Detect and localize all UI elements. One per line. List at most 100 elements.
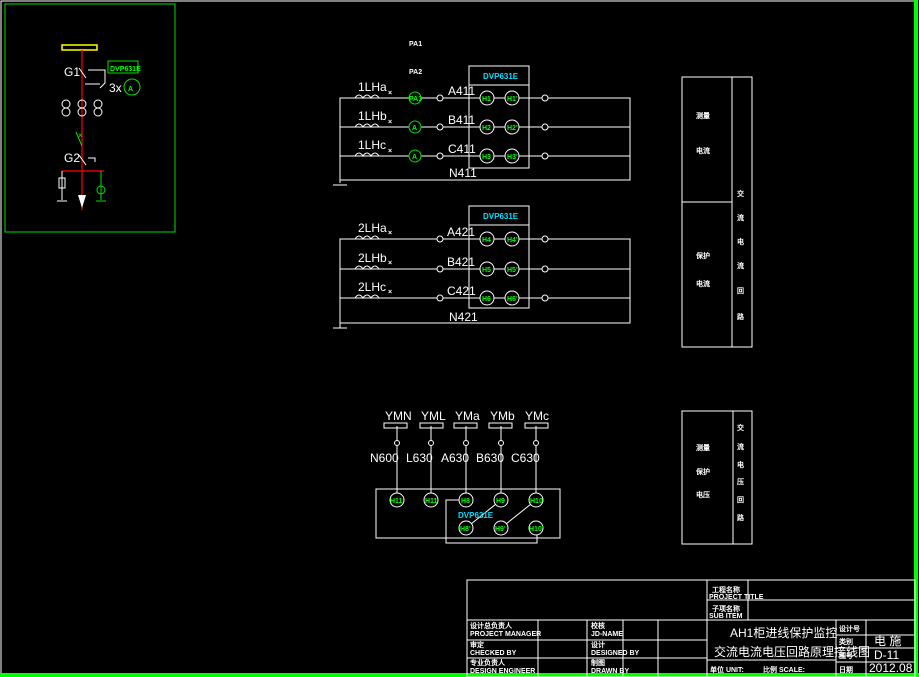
drawing-title-line1: AH1柜进线保护监控 <box>730 626 837 640</box>
current-loop2-terms-out-0: H4' <box>507 237 518 244</box>
legend1-side-2: 电 <box>737 237 744 246</box>
legend1-protect-sub: 电流 <box>696 279 710 288</box>
ct-icons <box>61 99 103 117</box>
current-loop1-phases-1: B411 <box>448 113 475 127</box>
title-block-right-labels-1: 类别 <box>839 637 853 646</box>
title-block-scale: 比例 SCALE: <box>763 665 805 674</box>
title-block-sub-label: 子项名称 <box>712 604 740 613</box>
single-line-ammeter: A <box>128 86 133 93</box>
legend1-measure-sub: 电流 <box>696 146 710 155</box>
legend1-measure: 测量 <box>696 111 710 120</box>
voltage-loop-top-terms-3: H9 <box>496 498 505 505</box>
legend2-rows-0: 测量 <box>696 443 710 452</box>
title-block-left-0-1: PROJECT MANAGER <box>470 631 541 638</box>
cable-arrow-icon <box>78 195 86 208</box>
current-loop2-mark: × <box>388 260 392 267</box>
legend2-side-3: 压 <box>737 477 744 486</box>
voltage-loop-bottom-terms-2: H10' <box>529 526 544 533</box>
voltage-loop-top-terms-2: H8 <box>461 498 470 505</box>
legend1-side-0: 交 <box>737 189 745 198</box>
title-block-right-labels-3: 日期 <box>839 665 853 674</box>
voltage-loop-wires-3: B630 <box>476 451 504 465</box>
title-block-right-labels-2: 图号 <box>839 651 853 660</box>
title-block-mid-0-1: JD-NAME <box>591 631 623 638</box>
voltage-loop-top-terms-4: H10 <box>530 498 543 505</box>
voltage-loop-wires-2: A630 <box>441 451 469 465</box>
title-block-mid-0-0: 校核 <box>591 621 605 630</box>
legend1-side-4: 回 <box>737 286 744 295</box>
current-loop2-ct-1: 2LHb <box>358 251 387 265</box>
current-loop1-terms-in-0: H1 <box>482 96 491 103</box>
current-loop2-ct-2: 2LHc <box>358 280 386 294</box>
title-block-left-2-0: 专业负责人 <box>470 658 506 667</box>
voltage-loop-buses-0: YMN <box>385 409 412 423</box>
voltage-loop-buses-3: YMb <box>490 409 515 423</box>
legend2-side-5: 路 <box>737 513 745 522</box>
current-loop1-terms-in-2: H3 <box>482 154 491 161</box>
legend1-side-5: 路 <box>737 312 745 321</box>
title-block-mid-2-1: DRAWN BY <box>591 668 629 675</box>
current-loop2-phases-2: C421 <box>447 284 476 298</box>
single-line-ammeter-count: 3x <box>109 81 122 95</box>
current-loop2-phases-1: B421 <box>447 255 475 269</box>
title-block-left-1-0: 审定 <box>470 640 484 649</box>
arrester-icon <box>58 177 66 189</box>
legend2-rows-2: 电压 <box>696 490 710 499</box>
title-block-right-values-2: D-11 <box>874 648 899 662</box>
voltage-loop-top-terms-1: H11 <box>425 498 438 505</box>
voltage-loop-wires-0: N600 <box>370 451 399 465</box>
single-line-panel <box>4 3 176 233</box>
title-block-project-label-en: PROJECT TITLE <box>709 594 764 601</box>
current-loop1-terms-out-2: H3' <box>507 154 518 161</box>
legend1-side-1: 流 <box>737 213 744 222</box>
title-block-mid-1-1: DESIGNED BY <box>591 650 640 657</box>
current-loop2-terms-in-0: H4 <box>482 237 491 244</box>
current-loop1-phases-2: C411 <box>448 142 476 156</box>
current-loop1-terms-out-1: H2' <box>507 125 518 132</box>
legend-voltage: 测量 保护 电压 交 流 电 压 回 路 <box>681 410 753 545</box>
title-block-mid-2-0: 制图 <box>591 658 605 667</box>
dvp631e-box-2 <box>468 205 530 309</box>
current-loop1-meters-1: A <box>412 125 417 132</box>
current-loop2-terms-in-2: H6 <box>482 296 491 303</box>
current-loop2-terms-out-1: H5' <box>507 267 518 274</box>
voltage-loop-device: DVP631E <box>458 511 494 520</box>
single-line-diagram: G1 DVP631E 3x A × G2 <box>57 44 141 210</box>
legend2-side-4: 回 <box>737 495 744 504</box>
legend2-side-0: 交 <box>737 423 745 432</box>
current-loop2-mark: × <box>388 289 392 296</box>
title-block-left-1-1: CHECKED BY <box>470 650 517 657</box>
current-loop1-mark: × <box>388 90 392 97</box>
voltage-loop-bottom-terms-1: H9' <box>495 526 506 533</box>
legend2-rows-1: 保护 <box>695 467 710 476</box>
title-block-unit: 单位 UNIT: <box>710 665 744 674</box>
legend2-side-2: 电 <box>737 460 744 469</box>
current-loop1-mark: × <box>388 148 392 155</box>
title-block-right-values-1: 电 施 <box>874 634 901 648</box>
busbar <box>61 44 98 51</box>
current-loop1-ct-1: 1LHb <box>358 109 387 123</box>
title-block-left-2-1: DESIGN ENGINEER <box>470 668 535 675</box>
ammeter-icon <box>123 78 141 96</box>
current-loop1-neutral: N411 <box>449 166 477 180</box>
current-loop1-meters-0: PA3 <box>409 96 422 103</box>
voltage-loop-top-terms-0: H11' <box>390 498 404 505</box>
current-loop2-device: DVP631E <box>483 212 519 221</box>
svg-text:×: × <box>78 131 83 140</box>
drawing-title-line2: 交流电流电压回路原理接线图 <box>714 644 870 659</box>
title-block-right-labels-0: 设计号 <box>839 624 860 633</box>
g1-label: G1 <box>64 65 80 79</box>
current-loop2-mark: × <box>388 230 392 237</box>
voltage-loop-buses-4: YMc <box>525 409 549 423</box>
voltage-loop-wires-4: C630 <box>511 451 540 465</box>
legend1-side-3: 流 <box>737 261 744 270</box>
title-block-project-label: 工程名称 <box>712 585 740 594</box>
voltage-loop-buses-2: YMa <box>455 409 480 423</box>
voltage-loop: YMN YML YMa YMb YMc N600 L630 A630 B630 … <box>370 409 561 544</box>
legend1-protect: 保护 <box>695 251 710 260</box>
title-block-left-0-0: 设计总负责人 <box>470 621 513 630</box>
voltage-loop-bottom-terms-0: H8' <box>460 526 471 533</box>
voltage-loop-buses-1: YML <box>421 409 446 423</box>
title-block: 工程名称 PROJECT TITLE 子项名称 SUB ITEM 设计总负责人P… <box>466 579 916 677</box>
